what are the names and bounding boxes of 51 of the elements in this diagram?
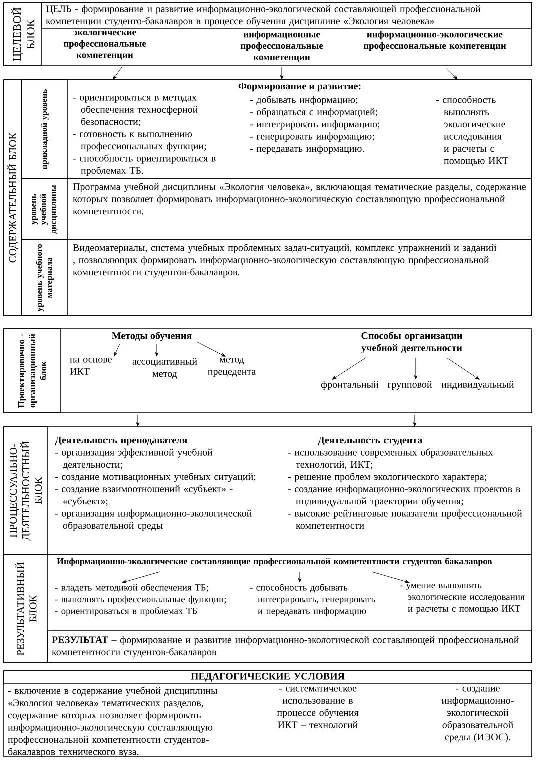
paragraph: - создание информационно- экологической образовательной среды (ИЭОС). (442, 686, 514, 743)
bullet-list: - способность добывать интегрировать, генерировать и передавать информацию (250, 584, 376, 616)
item-label: ассоциативный метод (132, 358, 198, 379)
item-label: индивидуальный (442, 381, 514, 390)
arrow (136, 414, 140, 427)
arrow (114, 344, 120, 357)
arrow (298, 572, 302, 583)
paragraph: - включение в содержание учебной дисциплины «Экология человека» тематических разделов, содержание которых позволяет формировать информационно-экологическую составляющую профессиональной компетентности студентов-бакалавров технического вуза. (8, 686, 218, 758)
list-heading: Информационно-экологические составляющие профессиональной компетентности студентов бакалавров (57, 558, 492, 566)
arrow (332, 358, 366, 380)
text-column: Деятельность студента - использование современных образовательных технологий, ИКТ; - решение проблем экологического характера; - создание информационно-экологических проектов в индивидуальной траектории обучения; - высокие рейтинговые показатели профессиональной компетентности (288, 437, 522, 530)
text-column: Деятельность преподавателя - организация эффективной учебной деятельности; - создание мотивационных учебных ситуаций; - создание взаимоотношений «субъект» - «субъект»; - организация информационно-экологической образовательной среды (55, 437, 256, 532)
group-heading: Методы обучения (112, 332, 192, 342)
bullet-list: - способность выполнять экологические исследования и расчеты с помощью ИКТ (436, 96, 508, 166)
arrow (413, 414, 417, 427)
arrow (280, 67, 284, 80)
arrow (372, 572, 410, 584)
arrow (122, 572, 160, 584)
competency-heading: информационные профессиональные компетенции (240, 31, 324, 62)
block-label-cell: РЕЗУЛЬТАТИВНЫЙ БЛОК (4, 554, 48, 664)
block-label-cell: ЦЕЛЕВОЙ БЛОК (4, 2, 42, 66)
header-cell: ПЕДАГОГИЧЕСКИЕ УСЛОВИЯ (4, 670, 532, 684)
level-label-cell: прикладной уровень (22, 80, 68, 180)
block-label-cell: ПРОЦЕССУАЛЬНО- ДЕЯТЕЛЬНОСТНЫЙ БЛОК (4, 426, 48, 556)
paragraph: Видеоматериалы, система учебных проблемных задач-ситуаций, комплекс упражнений и заданий , позволяющих формировать информационно-экологическую составляющую профессиональной компетентности студентов-бакалавров. (73, 244, 496, 278)
list-heading: Формирование и развитие: (238, 83, 361, 92)
bullet-list: - ориентироваться в методах обеспечения техносферной безопасности; - готовность к выполнению профессиональных функции; - способность ориентироваться в проблемах ТБ. (73, 96, 216, 176)
goal-cell: ЦЕЛЬ - формирование и развитие информационно-экологической составляющей профессиональной компетенции студенто-бакалавров в процессе обучения дисциплине «Экология человека» (42, 2, 532, 30)
arrow (196, 342, 226, 357)
arrow (155, 344, 159, 357)
level-label-cell: уровень учебного материала (22, 240, 68, 316)
arrow (446, 67, 458, 80)
paragraph: Программа учебной дисциплины «Экология человека», включающая тематические разделы, содержание которых позволяет формировать информационно-экологическую составляющую профессиональной компетентности. (73, 183, 526, 215)
bullet-list: - добывать информацию; - обращаться с информацией; - интегрировать информацию; - генерировать информацию; - передавать информацию. (250, 96, 380, 154)
competency-heading: информационно-экологические профессиональные компетенции (364, 31, 506, 52)
level-label-cell: уровень учебной дисциплины (22, 178, 68, 240)
bullet-list: - умение выполнять экологические исследования и расчеты с помощью ИКТ (400, 584, 525, 614)
arrow (446, 358, 480, 380)
arrow (113, 67, 122, 80)
arrow (414, 358, 418, 380)
competency-heading: экологические профессиональные компетенции (64, 31, 146, 60)
item-label: фронтальный (321, 380, 379, 390)
item-label: на основе ИКТ (70, 358, 112, 375)
item-label: групповой (388, 381, 432, 390)
bullet-list: - владеть методикой обеспечения ТБ; - выполнять профессиональные функции; - ориентироваться в проблемах ТБ (55, 584, 226, 616)
result-cell: РЕЗУЛЬТАТ – формирование и развитие информационно-экологической составляющей профессиональной компетентности студентов-бакалавров (48, 630, 532, 664)
paragraph: - систематическое использование в процессе обучения ИКТ – технологий (277, 686, 359, 728)
block-label-cell: СОДЕРЖАТЕЛЬНЫЙ БЛОК (4, 80, 22, 316)
item-label: метод прецедента (208, 358, 256, 378)
group-heading: Способы организации учебной деятельности (362, 332, 462, 354)
block-label-cell: Проектировочно - организационный блок (4, 328, 62, 414)
